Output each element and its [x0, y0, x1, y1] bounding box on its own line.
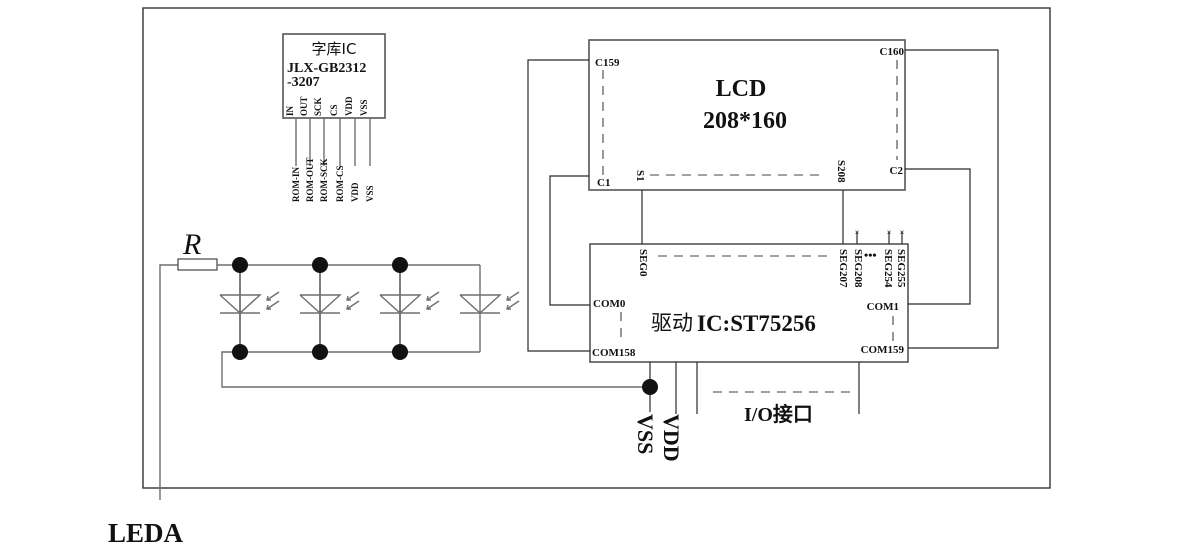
wire-c2-com1: [905, 168, 971, 305]
rom-net-label: ROM-IN: [291, 167, 301, 202]
lcd-label-c2: C2: [890, 165, 904, 177]
lcd-label-c160: C160: [880, 46, 905, 58]
leda-wire: [159, 264, 178, 500]
vdd-label: VDD: [659, 414, 684, 462]
led-junction-top: [312, 257, 328, 273]
nc-mark-seg255: ×: [900, 228, 905, 237]
driver-bottom-pins: VSS VDD I/O接口: [633, 362, 860, 462]
rom-ic: 字库IC JLX-GB2312 -3207 IN ROM-IN OUT ROM-OUT…: [282, 33, 386, 203]
lcd-title: LCD: [716, 76, 767, 102]
backlight-led: [299, 265, 360, 352]
nc-pins: × × ×: [855, 228, 905, 244]
backlight-led: [379, 265, 440, 352]
resistor-label: R: [182, 228, 201, 261]
rom-ic-part-line1: JLX-GB2312: [287, 61, 366, 76]
module-frame: [142, 7, 1051, 489]
io-label: I/O接口: [744, 403, 813, 426]
driver-label-seg255: SEG255: [895, 249, 907, 288]
backlight-led: [219, 265, 280, 352]
led-junction-top: [232, 257, 248, 273]
rom-ic-part-line2: -3207: [287, 75, 320, 90]
wire-c1-com0: [549, 175, 590, 306]
driver-label-seg207: SEG207: [837, 249, 849, 288]
backlight-circuit: R LEDA: [108, 228, 642, 548]
lcd-panel: LCD 208*160 C159 C1 C160 C2 S1 S208: [588, 39, 906, 191]
wire-c159-com158: [527, 59, 590, 352]
rom-net-label: ROM-CS: [335, 166, 345, 203]
rom-pin-label: VSS: [359, 99, 369, 116]
rom-pin-label: IN: [285, 105, 295, 116]
rom-pin-label: SCK: [313, 97, 323, 116]
rom-ic-title: 字库IC: [312, 40, 357, 58]
rom-ic-body: [282, 33, 386, 119]
driver-ic: 驱动 IC:ST75256 SEG0 SEG207 SEG208 ••• SEG…: [589, 228, 909, 363]
driver-ic-body: [589, 243, 909, 363]
nc-mark-seg208: ×: [855, 228, 860, 237]
led-junction-top: [392, 257, 408, 273]
rom-net-label: VSS: [365, 185, 375, 202]
led-junction-bottom: [392, 344, 408, 360]
driver-label-com1: COM1: [867, 301, 899, 313]
lcd-resolution: 208*160: [703, 108, 787, 134]
nc-mark-seg254: ×: [887, 228, 892, 237]
driver-label-seg254: SEG254: [882, 249, 894, 288]
rom-pin-label: VDD: [344, 96, 354, 116]
driver-label-ellipsis: •••: [864, 248, 877, 262]
lcd-label-s1: S1: [634, 170, 646, 182]
vss-label: VSS: [633, 414, 658, 454]
lcd-label-s208: S208: [835, 160, 847, 183]
driver-label-com159: COM159: [861, 344, 905, 356]
driver-ic-title-cn: 驱动: [651, 311, 693, 335]
rom-net-label: ROM-OUT: [305, 158, 315, 203]
lcd-label-c1: C1: [597, 177, 610, 189]
led-junction-bottom: [232, 344, 248, 360]
backlight-led: [459, 291, 520, 314]
driver-label-com0: COM0: [593, 298, 626, 310]
driver-label-com158: COM158: [592, 347, 636, 359]
rom-net-label: ROM-SCK: [319, 159, 329, 203]
driver-label-seg0: SEG0: [637, 249, 649, 277]
vss-junction: [642, 379, 658, 395]
wire-c160-com159: [905, 49, 999, 349]
driver-ic-title: IC:ST75256: [697, 311, 816, 336]
rom-pin-label: OUT: [299, 96, 309, 116]
rom-pin-label: CS: [329, 104, 339, 116]
lcd-body: [588, 39, 906, 191]
driver-label-seg208: SEG208: [852, 249, 864, 288]
lcd-label-c159: C159: [595, 57, 620, 69]
lcd-driver-wiring: [527, 49, 999, 352]
led-junction-bottom: [312, 344, 328, 360]
led-return-wire: [221, 351, 642, 388]
rom-net-label: VDD: [350, 182, 360, 202]
leda-label: LEDA: [108, 518, 184, 548]
